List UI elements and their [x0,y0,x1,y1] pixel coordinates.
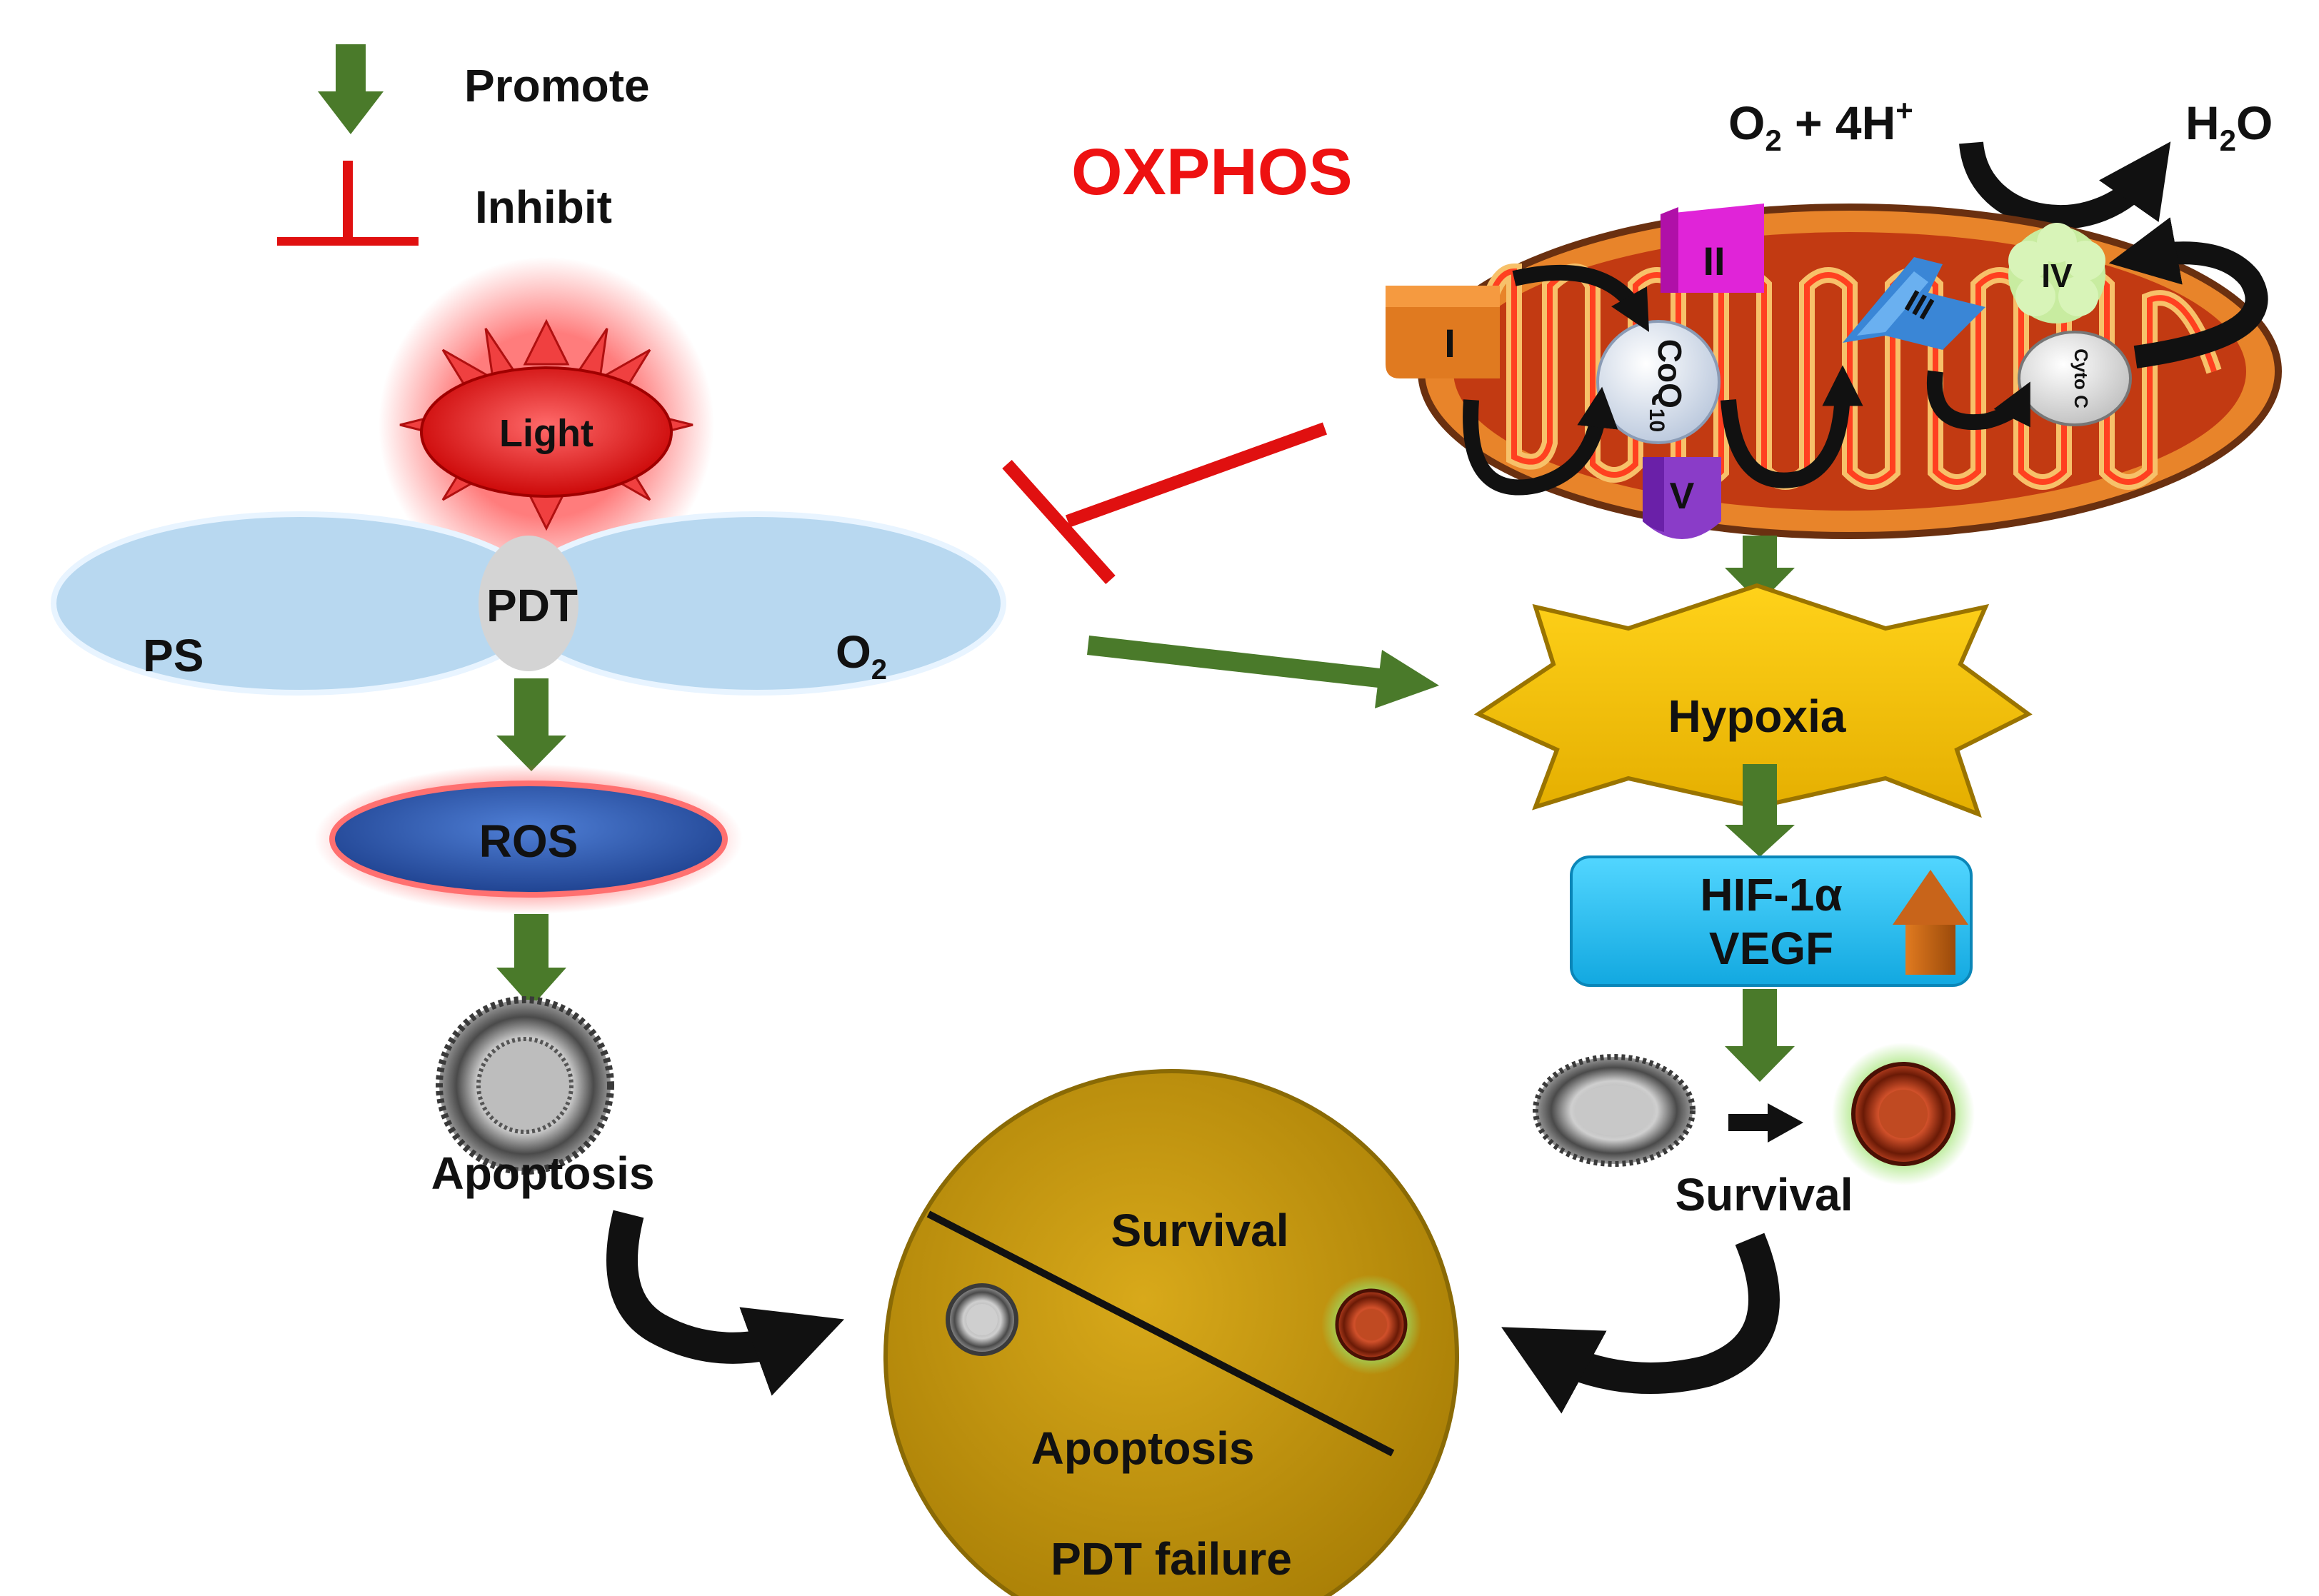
hif-label: HIF-1α [1700,869,1842,920]
hypoxia-node: Hypoxia [1473,583,2033,818]
light-sun: Light [379,257,714,593]
right-gray-cell [1533,1054,1696,1167]
complex-i: I [1386,286,1500,378]
oxphos-title: OXPHOS [1071,136,1353,209]
survival-to-outcome-arrow [1501,1233,1780,1414]
complex-v-label: V [1670,476,1695,517]
ros-label: ROS [479,815,579,867]
ros-node: ROS [314,764,743,914]
coq10-label: CoQ10 [1645,339,1688,432]
survival-label-right: Survival [1675,1169,1853,1220]
vegf-label: VEGF [1709,923,1833,974]
legend-promote-label: Promote [464,60,650,111]
ps-label: PS [143,630,204,681]
hypoxia-label: Hypoxia [1668,691,1846,742]
pdt-to-hypoxia-arrow [1087,636,1439,708]
cytoc-ball: Cyto C [2018,331,2132,426]
apoptosis-to-outcome-arrow [606,1210,845,1396]
reaction-product: H2O [2185,96,2273,157]
outcome-survival-label: Survival [1111,1205,1288,1256]
outcome-red-cell [1321,1275,1421,1375]
ros-to-apoptosis-arrow [496,914,566,1007]
electron-flow-arrows [1463,264,2030,496]
outcome-disc: Survival Apoptosis [883,1069,1459,1596]
complex-iv-return-arrow [2108,217,2268,368]
reaction-reactants: O2 + 4H+ [1728,94,1913,157]
pdt-label: PDT [486,580,578,631]
pdt-venn: PS PDT O2 [51,511,1006,696]
cytoc-label: Cyto C [2070,348,2092,408]
hif-vegf-box: HIF-1α VEGF [1570,855,1973,987]
outcome-gray-cell [946,1283,1018,1356]
complex-i-label: I [1444,321,1456,366]
right-red-cell [1832,1043,1975,1185]
legend: Promote Inhibit [277,44,650,246]
light-label: Light [499,412,593,455]
promote-arrow-icon [318,44,384,134]
legend-inhibit-label: Inhibit [475,181,612,233]
pdt-failure-caption: PDT failure [1051,1533,1292,1585]
transform-arrow-icon [1728,1103,1803,1143]
upregulation-arrow-icon [1893,870,1968,975]
apoptosis-label-left: Apoptosis [431,1148,655,1199]
outcome-apoptosis-label: Apoptosis [1031,1422,1255,1474]
complex-iv: IV [2008,223,2105,323]
pdt-to-ros-arrow [496,678,566,771]
coq10-ball: CoQ10 [1596,320,1721,444]
complex-ii-label: II [1703,239,1725,283]
apoptotic-cell [436,996,614,1175]
water-reaction: O2 + 4H+ H2O [1728,94,2273,230]
o2-label: O2 [836,626,887,686]
complex-iv-label: IV [2041,257,2073,294]
reaction-curve-arrow [1959,141,2171,230]
complex-v: V [1643,457,1721,539]
oxphos-inhibit-pdt [1002,422,1328,585]
complex-ii: II [1661,204,1764,293]
mitochondrion: I II CoQ10 III Cyto C [1386,204,2282,539]
hypoxia-to-hif-arrow [1725,764,1795,857]
hif-to-survival-arrow [1725,989,1795,1082]
inhibit-icon [277,161,419,246]
